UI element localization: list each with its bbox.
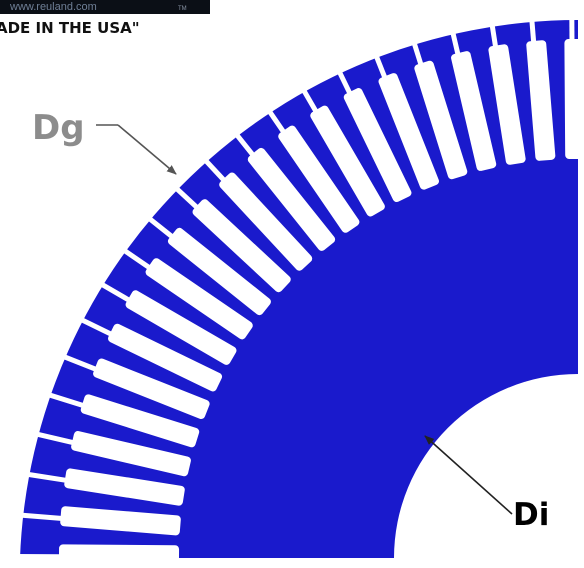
stator-slot (310, 105, 385, 217)
stator-slot (526, 40, 556, 161)
stator-slot (60, 506, 181, 536)
stator-slot (192, 199, 291, 293)
stator-slot (488, 44, 526, 165)
slot-opening (192, 146, 227, 183)
stator-slot (564, 38, 584, 160)
slot-opening (527, 0, 537, 44)
dg-leader-arrow (117, 124, 177, 175)
slot-opening (53, 350, 98, 372)
slot-opening (445, 10, 461, 56)
stator-slot (378, 73, 439, 190)
stator-slot (93, 358, 210, 419)
slot-opening (70, 312, 113, 337)
website-url: www.reuland.com (10, 1, 97, 13)
slot-opening (17, 512, 63, 521)
made-in-usa-caption: ADE IN THE USA" (0, 19, 140, 37)
stator-slot (219, 172, 313, 271)
stator-slot (58, 544, 180, 566)
slot-opening (486, 2, 499, 48)
slot-opening (89, 275, 131, 303)
di-leader-line (424, 435, 513, 515)
stator-slot (247, 147, 336, 251)
di-label: Di (513, 497, 549, 533)
slot-opening (405, 21, 424, 67)
stator-slot (108, 323, 223, 392)
slot-opening (223, 118, 256, 158)
slot-opening (366, 35, 388, 80)
stator-slot (414, 60, 468, 180)
stator-slot (278, 125, 360, 233)
slot-opening (29, 430, 75, 446)
trademark-mark: TM (178, 6, 187, 12)
slot-opening (291, 71, 319, 114)
stator-slot (125, 290, 237, 365)
stator-slot (80, 394, 200, 448)
stator-slots (15, 0, 584, 566)
slot-opening (111, 240, 152, 271)
slot-opening (256, 94, 287, 135)
slot-opening (328, 52, 353, 96)
slot-opening (40, 389, 85, 409)
dg-label: Dg (32, 108, 85, 148)
logo-banner: www.reuland.com TM (0, 0, 210, 14)
stator-slot (343, 88, 412, 203)
stator-slot (64, 468, 185, 506)
slot-opening (162, 175, 200, 210)
slot-opening (22, 471, 68, 483)
stator-slot (71, 431, 191, 477)
stator-slot (167, 227, 271, 316)
stator-slot (145, 258, 253, 340)
slot-opening (135, 207, 175, 240)
stator-slot (451, 51, 497, 171)
